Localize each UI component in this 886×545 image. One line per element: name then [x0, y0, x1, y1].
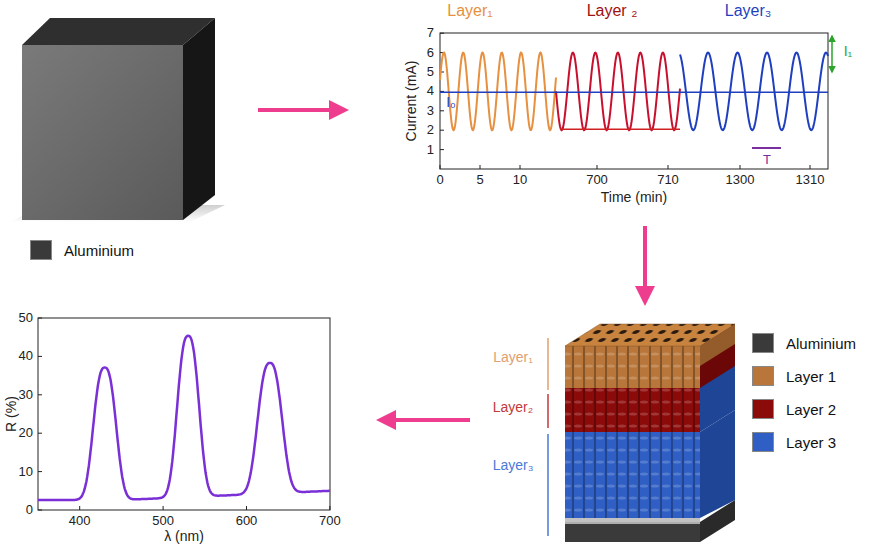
mean-line	[440, 92, 828, 94]
chart-label: Layer₃	[493, 458, 534, 473]
tick	[163, 506, 164, 510]
legend-swatch	[752, 399, 774, 419]
chart-label: 30	[19, 388, 33, 402]
tick	[668, 165, 669, 169]
chart-label: 2	[427, 123, 434, 137]
chart-label: 10	[513, 173, 527, 187]
chart-label: 7	[427, 26, 434, 40]
chart-label: I₀	[446, 95, 456, 110]
chart-label: Time (min)	[601, 190, 667, 205]
legend-item: Aluminium	[30, 240, 134, 260]
chart-label: 400	[69, 514, 91, 528]
tick	[38, 510, 42, 511]
legend-item: Aluminium	[752, 333, 856, 353]
current-wave	[440, 53, 556, 131]
chart-label: Layer₂	[493, 400, 533, 415]
chart-label: T	[763, 153, 771, 167]
chart-label: 20	[19, 426, 33, 440]
tick	[440, 130, 444, 131]
tick	[79, 506, 80, 510]
tick	[38, 394, 42, 395]
chart-label: 1310	[796, 173, 825, 187]
chart-label: 0	[436, 173, 443, 187]
tick	[38, 356, 42, 357]
chart-label: λ (nm)	[164, 529, 204, 544]
legend-swatch	[752, 366, 774, 386]
tick	[520, 165, 521, 169]
chart-label: 40	[19, 349, 33, 363]
tick	[810, 165, 811, 169]
tick	[329, 506, 330, 510]
chart-label: 4	[427, 84, 434, 98]
chart-label: 700	[319, 514, 341, 528]
axis-title: Current (mA)	[404, 61, 419, 142]
legend-text: Layer 2	[786, 401, 836, 418]
legend-item: Layer 1	[752, 366, 836, 386]
chart-label: 3	[427, 104, 434, 118]
chart-label: Layer ₂	[587, 2, 638, 20]
chart-label: 5	[427, 65, 434, 79]
tick	[38, 318, 42, 319]
chart-label: 1	[427, 142, 434, 156]
chart-label: 50	[19, 311, 33, 325]
legend-swatch	[30, 240, 52, 260]
legend-text: Layer 3	[786, 434, 836, 451]
reflectance-curve	[38, 336, 330, 500]
chart-label: 1300	[726, 173, 755, 187]
chart-label: Layer₁	[447, 2, 492, 20]
chart-label: 0	[26, 503, 33, 517]
chart-label: Layer₁	[493, 350, 533, 365]
min-line	[560, 128, 680, 130]
chart-label: 5	[476, 173, 483, 187]
tick	[38, 471, 42, 472]
chart-label: 710	[657, 173, 679, 187]
chart-label: I₁	[844, 44, 853, 59]
axis-title: R (%)	[4, 396, 19, 432]
chart-label: 500	[152, 514, 174, 528]
tick	[740, 165, 741, 169]
chart-label: Layer₃	[725, 2, 772, 20]
tick	[440, 165, 441, 169]
legend-text: Aluminium	[64, 242, 134, 259]
legend-swatch	[752, 333, 774, 353]
legend-text: Layer 1	[786, 368, 836, 385]
chart-label: 600	[236, 514, 258, 528]
current-wave	[556, 53, 680, 131]
tick	[440, 149, 444, 150]
legend-swatch	[752, 432, 774, 452]
current-wave	[680, 53, 828, 131]
legend-item: Layer 2	[752, 399, 836, 419]
tick	[597, 165, 598, 169]
tick	[38, 433, 42, 434]
legend-item: Layer 3	[752, 432, 836, 452]
chart-label: 700	[586, 173, 608, 187]
chart-label: 10	[19, 464, 33, 478]
tick	[480, 165, 481, 169]
tick	[440, 33, 444, 34]
chart-label: 6	[427, 45, 434, 59]
tick	[246, 506, 247, 510]
tick	[440, 110, 444, 111]
legend-text: Aluminium	[786, 335, 856, 352]
